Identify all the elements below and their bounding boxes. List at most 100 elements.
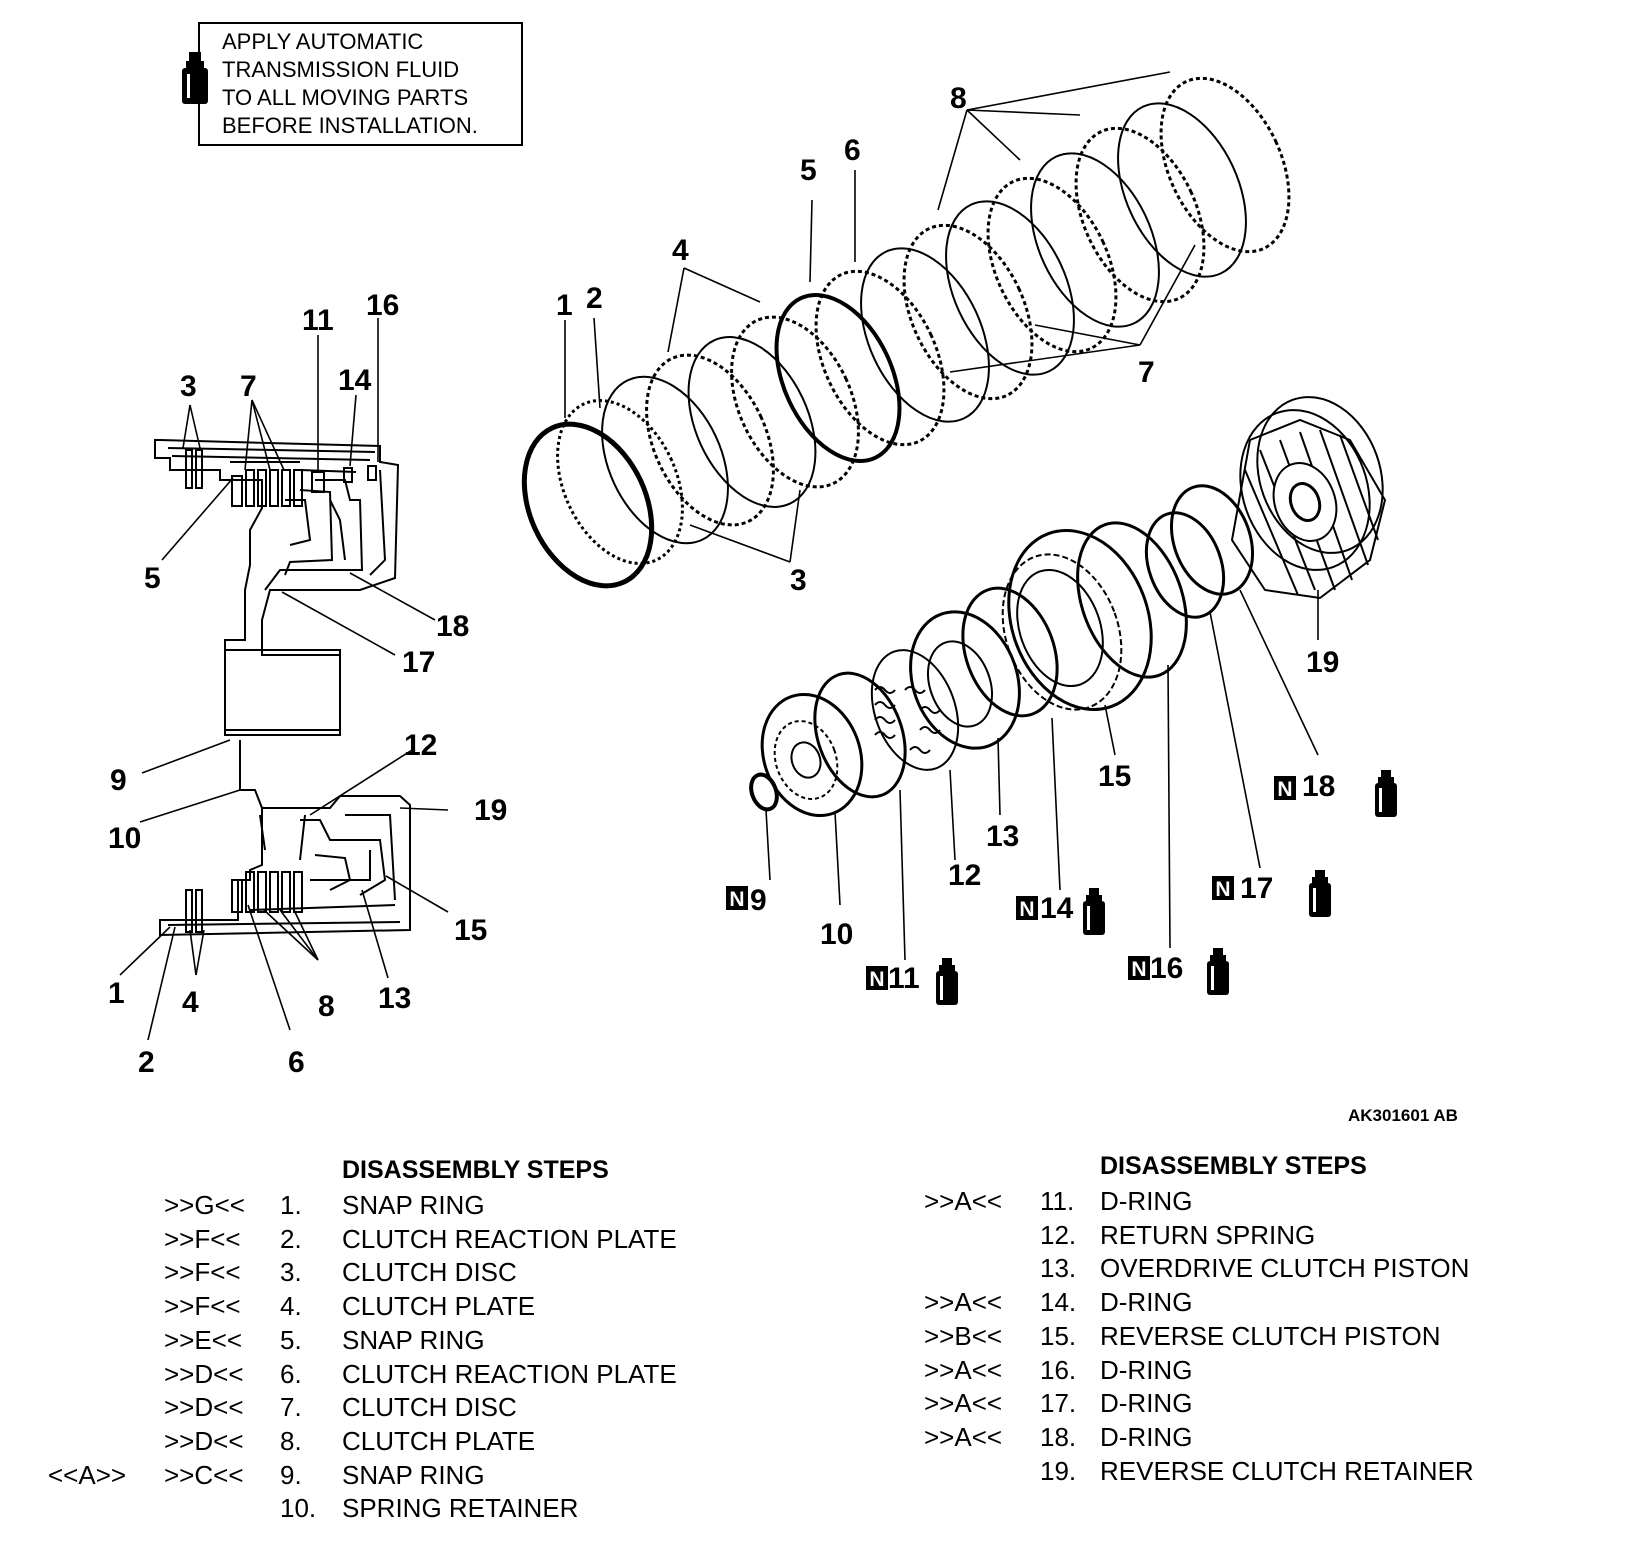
- step-part-name: CLUTCH REACTION PLATE: [342, 1358, 677, 1389]
- exploded-callout: 14: [1040, 892, 1074, 925]
- fluid-bottle-icon: [936, 958, 958, 1005]
- section-callout: 1: [108, 977, 125, 1010]
- steps-heading: DISASSEMBLY STEPS: [1100, 1152, 1367, 1180]
- step-code: >>G<<: [164, 1190, 245, 1220]
- exploded-callout: 4: [672, 234, 689, 267]
- section-callout: 17: [402, 646, 435, 679]
- step-number: 3.: [280, 1257, 302, 1288]
- exploded-callout: 15: [1098, 760, 1131, 793]
- section-callout: 3: [180, 370, 197, 403]
- step-row: <<A>>>>C<<9.SNAP RING: [0, 1460, 1632, 1493]
- exploded-view-drawing: N: [108, 71, 1397, 1079]
- step-row: 19. REVERSE CLUTCH RETAINER: [0, 1456, 1632, 1489]
- step-row: >>D<< 6. CLUTCH REACTION PLATE: [0, 1359, 1632, 1392]
- exploded-callout: 13: [986, 820, 1019, 853]
- fluid-bottle-icon: [1375, 770, 1397, 817]
- section-callout: 12: [404, 729, 437, 762]
- step-row: >>F<<4.CLUTCH PLATE: [0, 1291, 1632, 1324]
- step-row: >>E<<5.SNAP RING: [0, 1325, 1632, 1358]
- step-row: >>F<< 3. CLUTCH DISC: [0, 1257, 1632, 1290]
- step-number: 12.: [1040, 1219, 1077, 1250]
- step-code: >>F<<: [164, 1291, 241, 1322]
- new-part-marker-icon: [726, 886, 748, 911]
- step-row: >>D<<8.CLUTCH PLATE: [0, 1426, 1632, 1459]
- section-callout: 8: [318, 990, 335, 1023]
- exploded-callout: 17: [1240, 872, 1273, 905]
- step-part-name: D-RING: [1100, 1186, 1193, 1216]
- steps-heading: DISASSEMBLY STEPS: [342, 1156, 609, 1184]
- exploded-callout: 10: [820, 918, 853, 951]
- step-part-name: REVERSE CLUTCH PISTON: [1100, 1320, 1441, 1351]
- fluid-bottle-icon: [1207, 948, 1229, 995]
- step-code: >>B<<: [924, 1320, 1003, 1351]
- step-code: >>C<<: [164, 1459, 244, 1490]
- step-row: >>B<< 15. REVERSE CLUTCH PISTON: [0, 1321, 1632, 1354]
- exploded-callout: 7: [1138, 356, 1155, 389]
- step-row: >>A<<17.D-RING: [0, 1388, 1632, 1421]
- step-code: >>F<<: [164, 1257, 241, 1288]
- step-part-name: REVERSE CLUTCH RETAINER: [1100, 1455, 1474, 1486]
- step-row: >>F<<2.CLUTCH REACTION PLATE: [0, 1224, 1632, 1257]
- step-part-name: D-RING: [1100, 1388, 1193, 1419]
- step-row: 12.RETURN SPRING: [0, 1220, 1632, 1253]
- step-part-name: D-RING: [1100, 1287, 1193, 1318]
- step-code: >>A<<: [924, 1186, 1003, 1216]
- step-code: >>A<<: [924, 1354, 1003, 1385]
- step-number: 18.: [1040, 1421, 1077, 1452]
- note-line: TO ALL MOVING PARTS: [222, 85, 469, 110]
- section-callout: 11: [302, 304, 334, 337]
- section-callout: 2: [138, 1046, 155, 1079]
- exploded-callout: 2: [586, 282, 603, 315]
- section-callout: 4: [182, 986, 199, 1019]
- exploded-callout: 19: [1306, 646, 1339, 679]
- note-line: TRANSMISSION FLUID: [222, 57, 460, 82]
- step-number: 5.: [280, 1324, 302, 1355]
- step-code: >>D<<: [164, 1392, 244, 1423]
- step-number: 10.: [280, 1493, 317, 1524]
- exploded-callouts-lower: 9 10 11 12 13 14 15 16 17 18 19: [750, 646, 1339, 995]
- section-callout: 10: [108, 822, 141, 855]
- disassembly-steps-left: DISASSEMBLY STEPS >>G<<1.SNAP RING>>F<<2…: [0, 1150, 760, 1530]
- step-number: 19.: [1040, 1455, 1077, 1486]
- note-line: APPLY AUTOMATIC: [222, 29, 424, 54]
- step-part-name: OVERDRIVE CLUTCH PISTON: [1100, 1253, 1470, 1284]
- step-number: 15.: [1040, 1320, 1077, 1351]
- step-part-name: CLUTCH REACTION PLATE: [342, 1223, 677, 1254]
- step-number: 6.: [280, 1358, 302, 1389]
- step-code: >>E<<: [164, 1324, 243, 1355]
- section-callout: 18: [436, 610, 469, 643]
- section-callout: 9: [110, 764, 127, 797]
- step-row: 13. OVERDRIVE CLUTCH PISTON: [0, 1253, 1632, 1286]
- step-part-name: SPRING RETAINER: [342, 1493, 579, 1524]
- step-number: 1.: [280, 1190, 302, 1220]
- exploded-callout: 12: [948, 859, 981, 892]
- new-part-marker-icon: [1128, 956, 1150, 981]
- section-callout: 13: [378, 982, 411, 1015]
- new-part-marker-icon: [866, 966, 888, 991]
- step-number: 13.: [1040, 1253, 1077, 1284]
- step-number: 14.: [1040, 1287, 1077, 1318]
- step-part-name: CLUTCH DISC: [342, 1257, 517, 1288]
- exploded-callout: 5: [800, 154, 817, 187]
- step-part-name: SNAP RING: [342, 1459, 485, 1490]
- section-callout: 19: [474, 794, 507, 827]
- exploded-callout: 8: [950, 82, 967, 115]
- new-part-marker-icon: [1274, 776, 1296, 801]
- step-number: 16.: [1040, 1354, 1077, 1385]
- section-callout: 14: [338, 364, 372, 397]
- step-number: 7.: [280, 1392, 302, 1423]
- step-part-name: CLUTCH DISC: [342, 1392, 517, 1423]
- step-number: 17.: [1040, 1388, 1077, 1419]
- exploded-callout: 1: [556, 289, 573, 322]
- step-code: >>D<<: [164, 1358, 244, 1389]
- figure-code: AK301601 AB: [1348, 1106, 1458, 1125]
- exploded-callout: 3: [790, 564, 807, 597]
- fluid-note-text: APPLY AUTOMATIC TRANSMISSION FLUID TO AL…: [222, 28, 478, 140]
- step-code: >>D<<: [164, 1425, 244, 1456]
- section-callout: 5: [144, 562, 161, 595]
- step-number: 9.: [280, 1459, 302, 1490]
- step-row: >>A<<14.D-RING: [0, 1287, 1632, 1320]
- fluid-bottle-icon: [1309, 870, 1331, 917]
- section-callout: 7: [240, 370, 257, 403]
